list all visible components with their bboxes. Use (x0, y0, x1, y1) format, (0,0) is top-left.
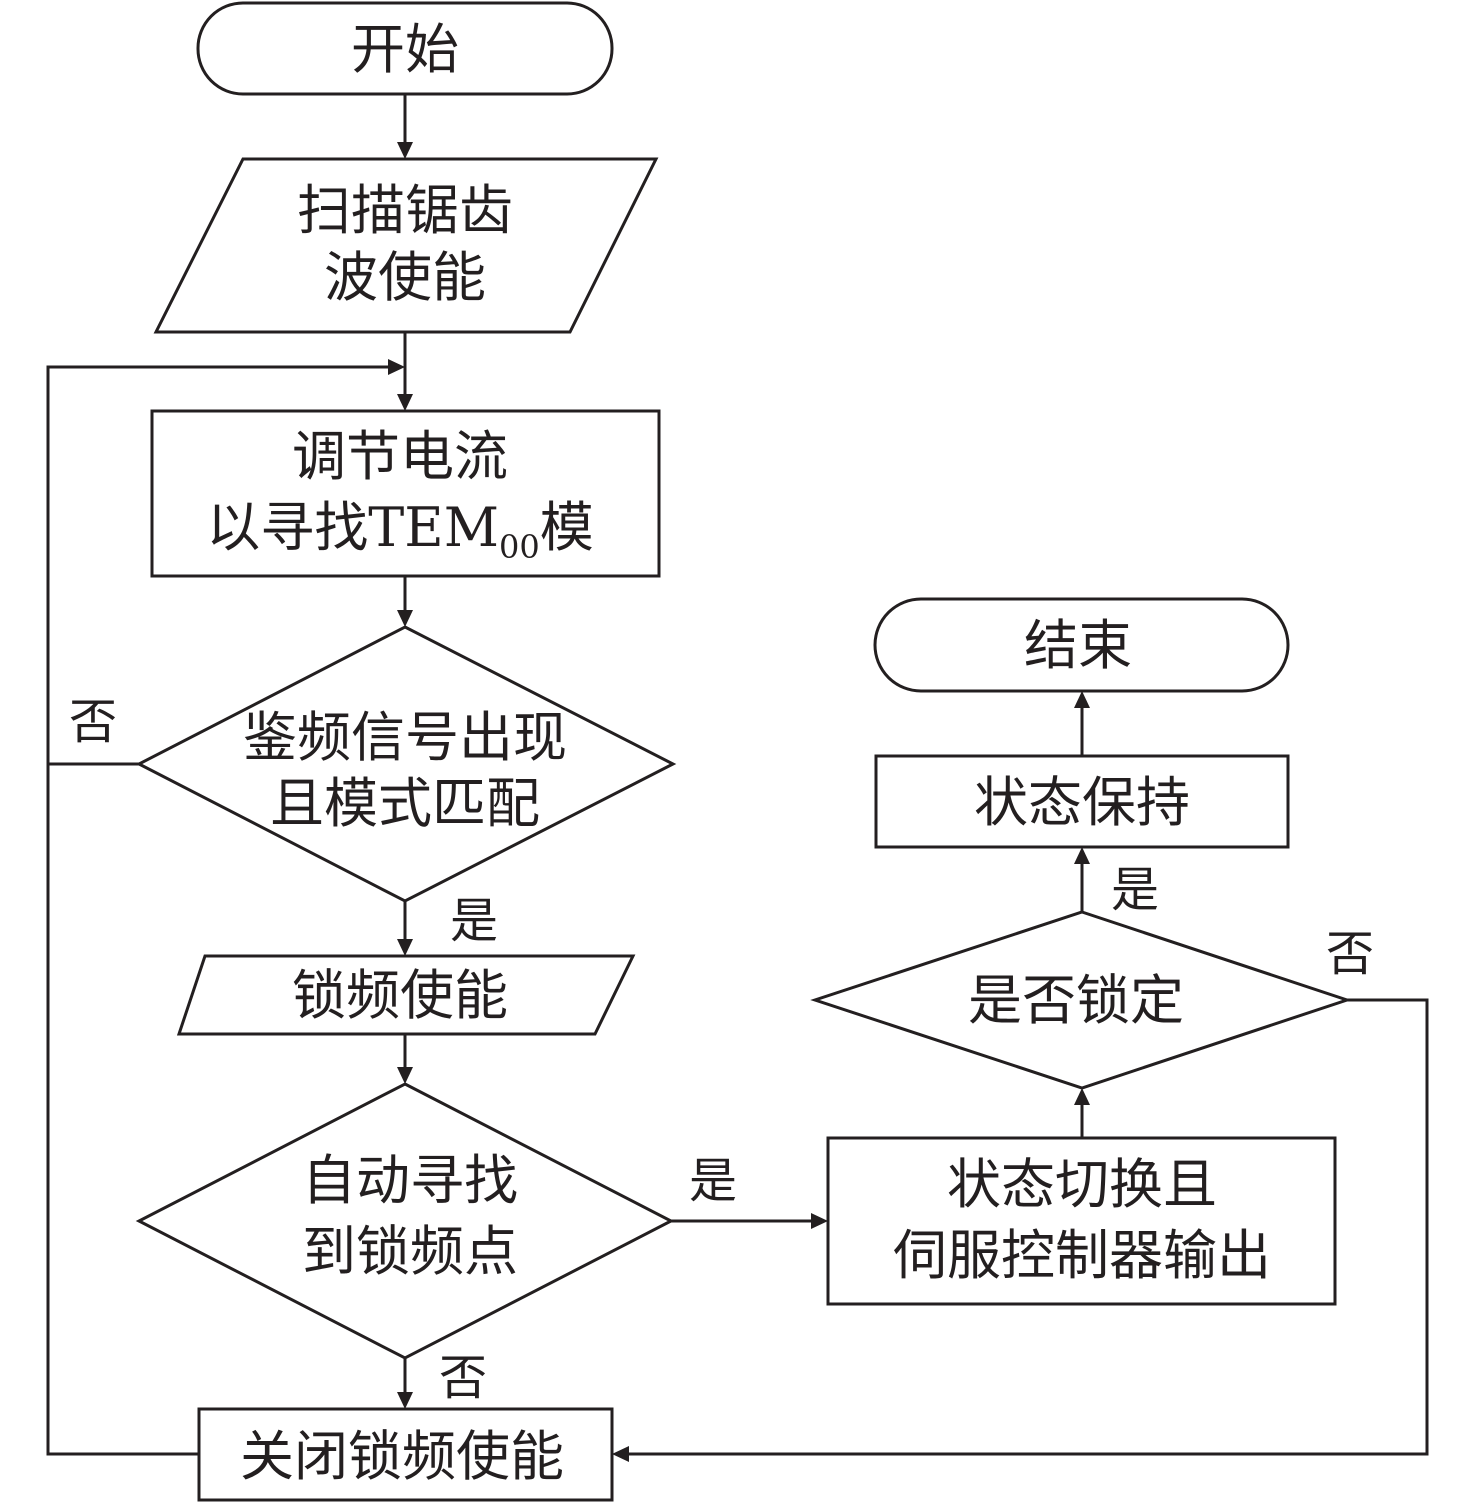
connector-check-yes (397, 901, 413, 956)
end-terminal (873, 597, 1290, 693)
connector-hold-end (1074, 691, 1090, 756)
adjust-label-line1: 调节电流 (292, 425, 508, 488)
check-label-line1: 鉴频信号出现 (243, 706, 567, 769)
adjust-label-line2: 以寻找TEM00模 (206, 496, 593, 566)
edge-label-auto-no: 否 (439, 1350, 487, 1406)
auto-label-line1: 自动寻找 (302, 1149, 518, 1212)
adjust-label-prefix: 以寻找TEM (206, 496, 499, 559)
connector-lock-auto (397, 1034, 413, 1084)
adjust-process (150, 409, 661, 578)
scan-label-line2: 波使能 (324, 246, 486, 309)
connector-scan-adjust (397, 332, 413, 411)
connector-auto-no (397, 1358, 413, 1409)
switch-label-line1: 状态切换且 (947, 1153, 1217, 1216)
hold-label: 状态保持 (974, 771, 1190, 834)
end-label: 结束 (1024, 614, 1132, 677)
auto-label-line2: 到锁频点 (302, 1220, 518, 1283)
connector-adjust-check (397, 576, 413, 627)
edge-label-check-yes: 是 (450, 893, 498, 949)
scan-io-shape (153, 157, 659, 334)
edge-label-locked-yes: 是 (1111, 862, 1159, 918)
check-label-line2: 且模式匹配 (270, 772, 540, 835)
start-label: 开始 (351, 18, 459, 81)
switch-process (826, 1136, 1337, 1306)
lock-enable-io-shape (176, 954, 636, 1036)
edge-label-locked-no: 否 (1326, 926, 1374, 982)
scan-label-line1: 扫描锯齿 (297, 179, 513, 242)
switch-label-line2: 伺服控制器输出 (893, 1224, 1271, 1287)
connector-check-no-loop (46, 359, 405, 766)
adjust-label-suffix: 模 (540, 496, 594, 559)
hold-process (874, 754, 1290, 849)
edge-label-check-no: 否 (69, 694, 117, 750)
connector-start-scan (397, 94, 413, 159)
connector-locked-yes (1074, 847, 1090, 912)
adjust-label-subscript: 00 (499, 528, 540, 566)
connector-switch-locked (1074, 1088, 1090, 1138)
connector-auto-yes (671, 1213, 828, 1229)
edge-label-auto-yes: 是 (689, 1153, 737, 1209)
connector-close-loop (46, 764, 199, 1456)
connector-locked-no-loop (612, 998, 1429, 1462)
close-lock-process (197, 1407, 614, 1502)
close-lock-label: 关闭锁频使能 (240, 1425, 564, 1488)
locked-question-label: 是否锁定 (968, 969, 1184, 1032)
lock-enable-label: 锁频使能 (292, 964, 508, 1027)
